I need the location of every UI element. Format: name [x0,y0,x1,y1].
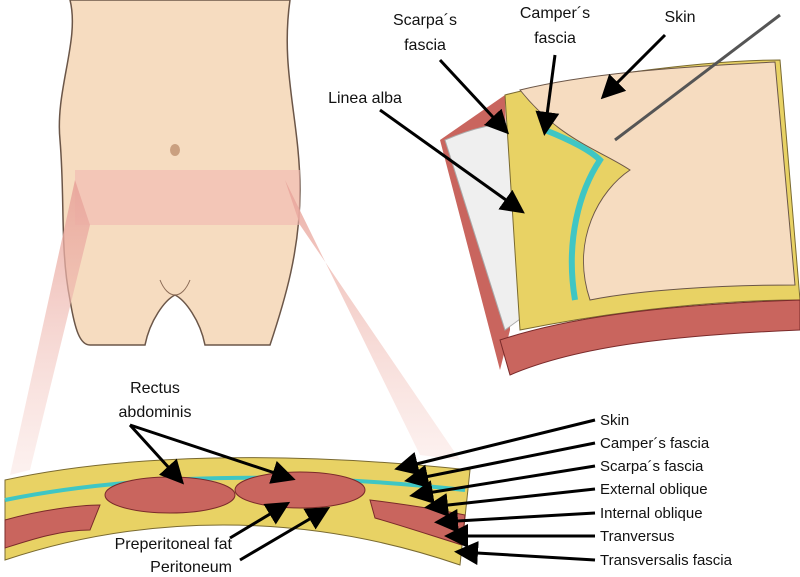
layer-label: Transversalis fascia [600,552,733,569]
rectus-left [104,476,236,514]
label-skin-top: Skin [664,9,695,26]
label-peritoneum: Peritoneum [150,559,232,576]
layer-label: Camper´s fascia [600,435,710,452]
rectus-right [234,471,366,509]
torso-illustration [58,0,301,346]
label-rectus-1: Rectus [130,380,180,397]
label-preperitoneal-fat: Preperitoneal fat [115,536,233,553]
label-linea-alba: Linea alba [328,90,402,107]
layer-label: External oblique [600,481,708,498]
layer-label: Internal oblique [600,505,703,522]
layer-label: Skin [600,412,629,429]
label-campers-fascia-1: Camper´s [520,5,590,22]
label-rectus-2: abdominis [119,404,192,421]
projection-right [285,180,460,460]
abdominal-wall-block [440,13,800,376]
forceps-icon [614,13,781,142]
navel [170,144,180,156]
label-campers-fascia-2: fascia [534,30,576,47]
layer-label: Tranversus [600,528,674,545]
cross-section [4,457,471,566]
layer-label: Scarpa´s fascia [600,458,704,475]
label-scarpas-fascia-1: Scarpa´s [393,12,457,29]
projection-left [10,180,90,475]
section-band [75,170,300,225]
label-scarpas-fascia-2: fascia [404,37,446,54]
